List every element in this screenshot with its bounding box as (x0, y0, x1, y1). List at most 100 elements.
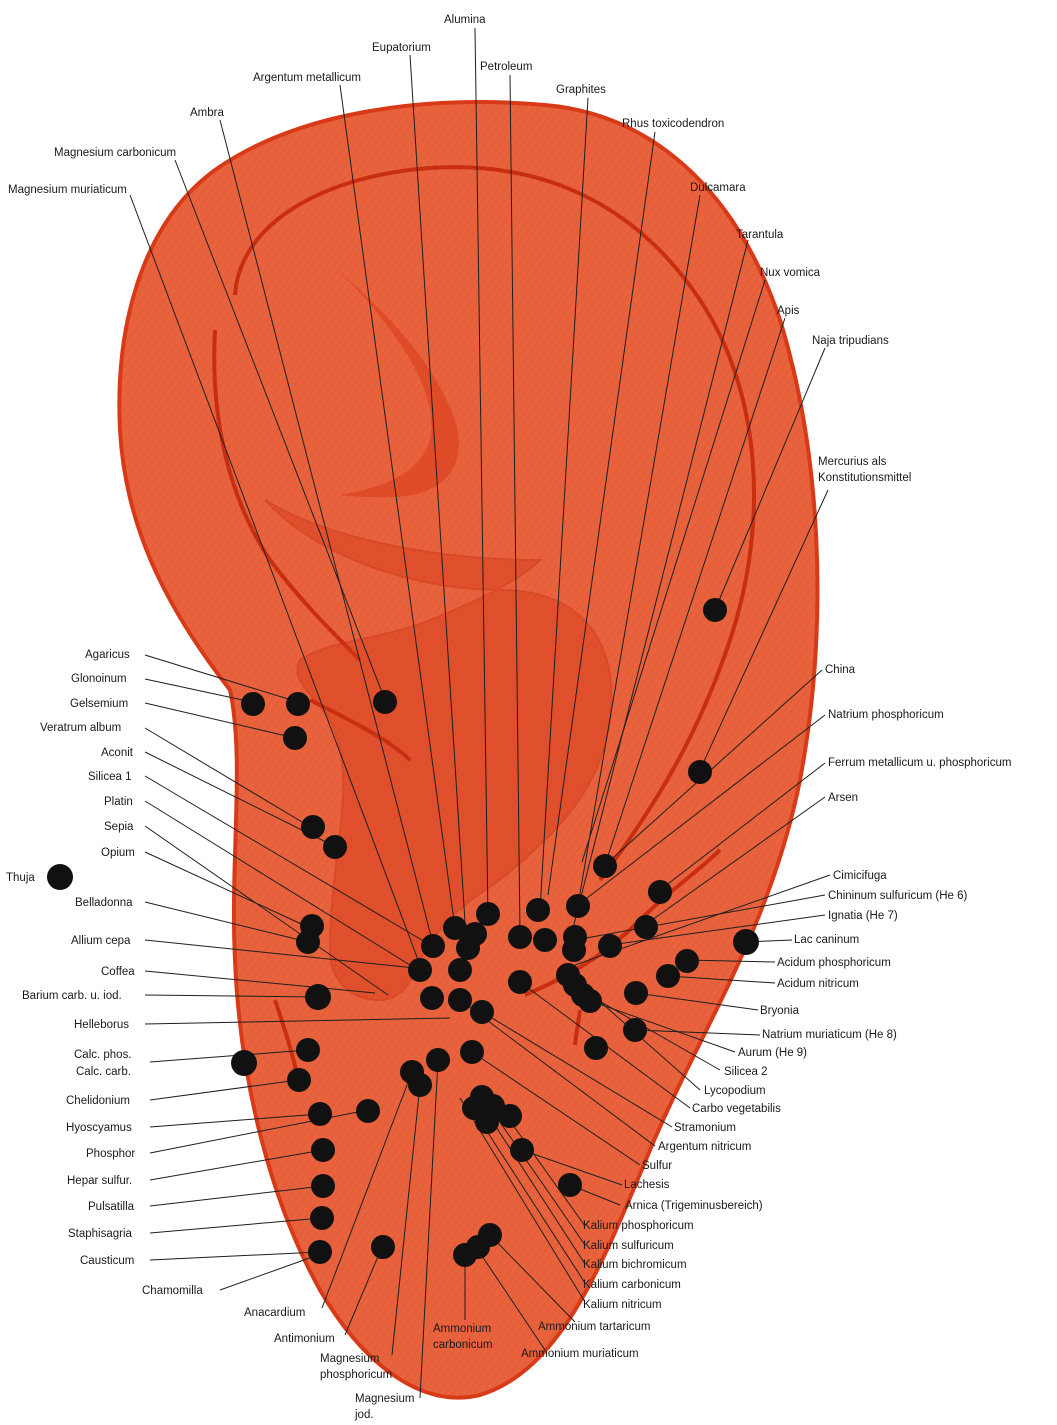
point-naja (703, 598, 727, 622)
point-hepar (311, 1138, 335, 1162)
label-glonoinum: Glonoinum (71, 673, 127, 685)
label-ammonium-muriaticum: Ammonium muriaticum (521, 1348, 639, 1360)
point-glonoinum (241, 692, 265, 716)
label-platin: Platin (104, 796, 133, 808)
label-apis: Apis (777, 305, 800, 317)
point-coffea (420, 986, 444, 1010)
point-staphisagria (310, 1206, 334, 1230)
point-agaricus (286, 692, 310, 716)
label-mercurius-1: Mercurius als (818, 456, 887, 468)
point-chelidonium (287, 1068, 311, 1092)
point-mercurius (688, 760, 712, 784)
point-lachesis (510, 1138, 534, 1162)
label-gelsemium: Gelsemium (70, 698, 128, 710)
leader-causticum (150, 1252, 320, 1260)
point-causticum (308, 1240, 332, 1264)
label-lycopodium: Lycopodium (704, 1085, 766, 1097)
point-bryonia (624, 981, 648, 1005)
label-allium: Allium cepa (71, 935, 131, 947)
point-silicea-1 (421, 934, 445, 958)
label-belladonna: Belladonna (75, 897, 133, 909)
point-lyco-2 (584, 1036, 608, 1060)
label-causticum: Causticum (80, 1255, 134, 1267)
label-sepia: Sepia (104, 821, 134, 833)
label-chininum: Chininum sulfuricum (He 6) (828, 890, 967, 902)
point-ignatia (598, 934, 622, 958)
label-hepar: Hepar sulfur. (67, 1175, 132, 1187)
label-kalium-nitricum: Kalium nitricum (583, 1299, 662, 1311)
point-natrium-muriaticum (623, 1018, 647, 1042)
label-cimicifuga: Cimicifuga (833, 870, 887, 882)
label-ambra: Ambra (190, 107, 224, 119)
label-ammonium-tartaricum: Ammonium tartaricum (538, 1321, 650, 1333)
leader-chamomilla (220, 1255, 318, 1290)
point-lac-caninum (733, 929, 759, 955)
label-ammonium-carb-1: Ammonium (433, 1323, 491, 1335)
label-argentum-metallicum: Argentum metallicum (253, 72, 361, 84)
label-anacardium: Anacardium (244, 1307, 305, 1319)
point-aconit (323, 835, 347, 859)
point-ammonium-tartaricum (478, 1223, 502, 1247)
label-agaricus: Agaricus (85, 649, 130, 661)
label-petroleum: Petroleum (480, 61, 532, 73)
label-magnesium-muriaticum: Magnesium muriaticum (8, 184, 127, 196)
point-apis (593, 854, 617, 878)
label-pulsatilla: Pulsatilla (88, 1201, 135, 1213)
label-arsen: Arsen (828, 792, 858, 804)
point-helleborus (448, 988, 472, 1012)
label-silicea-2: Silicea 2 (724, 1066, 767, 1078)
label-mercurius-2: Konstitutionsmittel (818, 472, 911, 484)
point-petroleum (508, 925, 532, 949)
label-china: China (825, 664, 856, 676)
point-sulfur (460, 1040, 484, 1064)
label-natrium-phosphoricum: Natrium phosphoricum (828, 709, 944, 721)
label-carbo: Carbo vegetabilis (692, 1103, 781, 1115)
label-barium: Barium carb. u. iod. (22, 990, 122, 1002)
point-acidum-phosphoricum (675, 949, 699, 973)
label-kalium-phosphoricum: Kalium phosphoricum (583, 1220, 694, 1232)
point-pulsatilla (311, 1174, 335, 1198)
label-helleborus: Helleborus (74, 1019, 129, 1031)
label-alumina: Alumina (444, 14, 486, 26)
point-gelsemium (283, 726, 307, 750)
point-acidum-nitricum (656, 964, 680, 988)
label-aconit: Aconit (101, 747, 134, 759)
label-antimonium: Antimonium (274, 1333, 335, 1345)
label-kalium-sulfuricum: Kalium sulfuricum (583, 1240, 674, 1252)
point-belladonna (296, 930, 320, 954)
point-alumina (476, 902, 500, 926)
label-thuja: Thuja (6, 872, 35, 884)
point-arnica (558, 1173, 582, 1197)
label-silicea-1: Silicea 1 (88, 771, 131, 783)
point-carbo (508, 970, 532, 994)
label-argentum-nitricum: Argentum nitricum (658, 1141, 751, 1153)
label-chamomilla: Chamomilla (142, 1285, 203, 1297)
label-hyoscyamus: Hyoscyamus (66, 1122, 132, 1134)
point-ferrum (648, 880, 672, 904)
label-lachesis: Lachesis (624, 1179, 670, 1191)
label-magnesium-jod-1: Magnesium (355, 1393, 414, 1405)
point-dulcamara (566, 894, 590, 918)
point-thuja (47, 864, 73, 890)
point-phosphor (356, 1099, 380, 1123)
label-magnesium-jod-2: jod. (354, 1409, 374, 1421)
point-magnesium-phos (408, 1073, 432, 1097)
label-natrium-muriaticum: Natrium muriaticum (He 8) (762, 1029, 897, 1041)
label-chelidonium: Chelidonium (66, 1095, 130, 1107)
label-eupatorium: Eupatorium (372, 42, 431, 54)
point-center-5 (533, 928, 557, 952)
label-ferrum: Ferrum metallicum u. phosphoricum (828, 757, 1011, 769)
label-ignatia: Ignatia (He 7) (828, 910, 898, 922)
point-center-1 (448, 958, 472, 982)
label-calc-phos: Calc. phos. (74, 1049, 132, 1061)
label-sulfur: Sulfur (642, 1160, 672, 1172)
label-aurum: Aurum (He 9) (738, 1047, 807, 1059)
label-graphites: Graphites (556, 84, 606, 96)
point-calc-carb (231, 1050, 257, 1076)
label-acidum-phosphoricum: Acidum phosphoricum (777, 957, 891, 969)
point-hyoscyamus (308, 1102, 332, 1126)
point-kalium-5 (498, 1104, 522, 1128)
point-antimonium (371, 1235, 395, 1259)
